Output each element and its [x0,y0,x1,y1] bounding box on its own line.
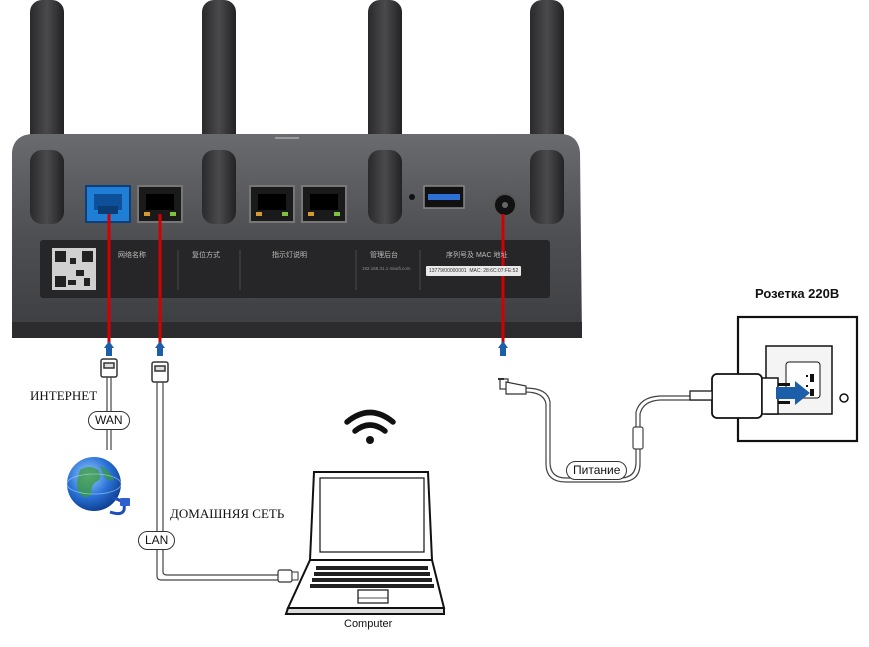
dc-power-plug [498,378,527,395]
panel-header-indicators: 指示灯说明 [272,252,307,259]
power-adapter-icon [689,373,790,419]
reset-hole [409,194,415,200]
arrow-right-icon [776,381,810,405]
router-label-panel [40,240,550,298]
wan-cable-plug [100,358,118,378]
laptop-keyboard [310,566,434,588]
router-body [12,134,582,338]
internet-label: ИНТЕРНЕТ [30,388,98,403]
power-jack [493,193,517,217]
lan-port-3 [301,185,347,223]
socket-label: Розетка 220В [755,286,840,301]
serial-number: 13779/00000001 [429,268,467,274]
arrow-up-icon [498,341,508,356]
panel-admin-url: 192.168.31.1 miwifi.com [362,266,411,271]
panel-header-reset: 复位方式 [192,252,220,259]
lan-tag: LAN [138,531,176,550]
panel-header-network-name: 网络名称 [118,252,146,259]
router-antenna-bases [30,150,564,224]
arrow-up-icon [104,341,114,356]
cable-ferrite [632,426,644,450]
lan-cable-plug [151,361,169,383]
lan-port-2 [249,185,295,223]
mac-address: MAC: 28:6C:07:FE:52 [469,268,519,274]
home-network-label: ДОМАШНЯЯ СЕТЬ [170,506,285,521]
laptop-lan-plug [277,569,299,583]
panel-header-serial-mac: 序列号及 MAC 地址 [446,252,508,259]
cables [106,377,712,581]
wifi-icon [344,409,396,444]
wan-tag: WAN [88,411,130,430]
power-tag: Питание [566,461,628,480]
qr-code-icon [52,248,96,290]
router-ports [85,185,517,223]
panel-serial-mac-sticker: 13779/00000001 MAC: 28:6C:07:FE:52 [426,266,522,276]
connector-lines [107,214,505,345]
panel-header-admin: 管理后台 [370,252,398,259]
computer-label: Computer [344,618,393,630]
insert-arrows [104,341,508,356]
laptop-icon [284,471,446,615]
arrow-up-icon [155,341,165,356]
globe-icon [66,457,130,516]
usb-port [423,185,465,209]
